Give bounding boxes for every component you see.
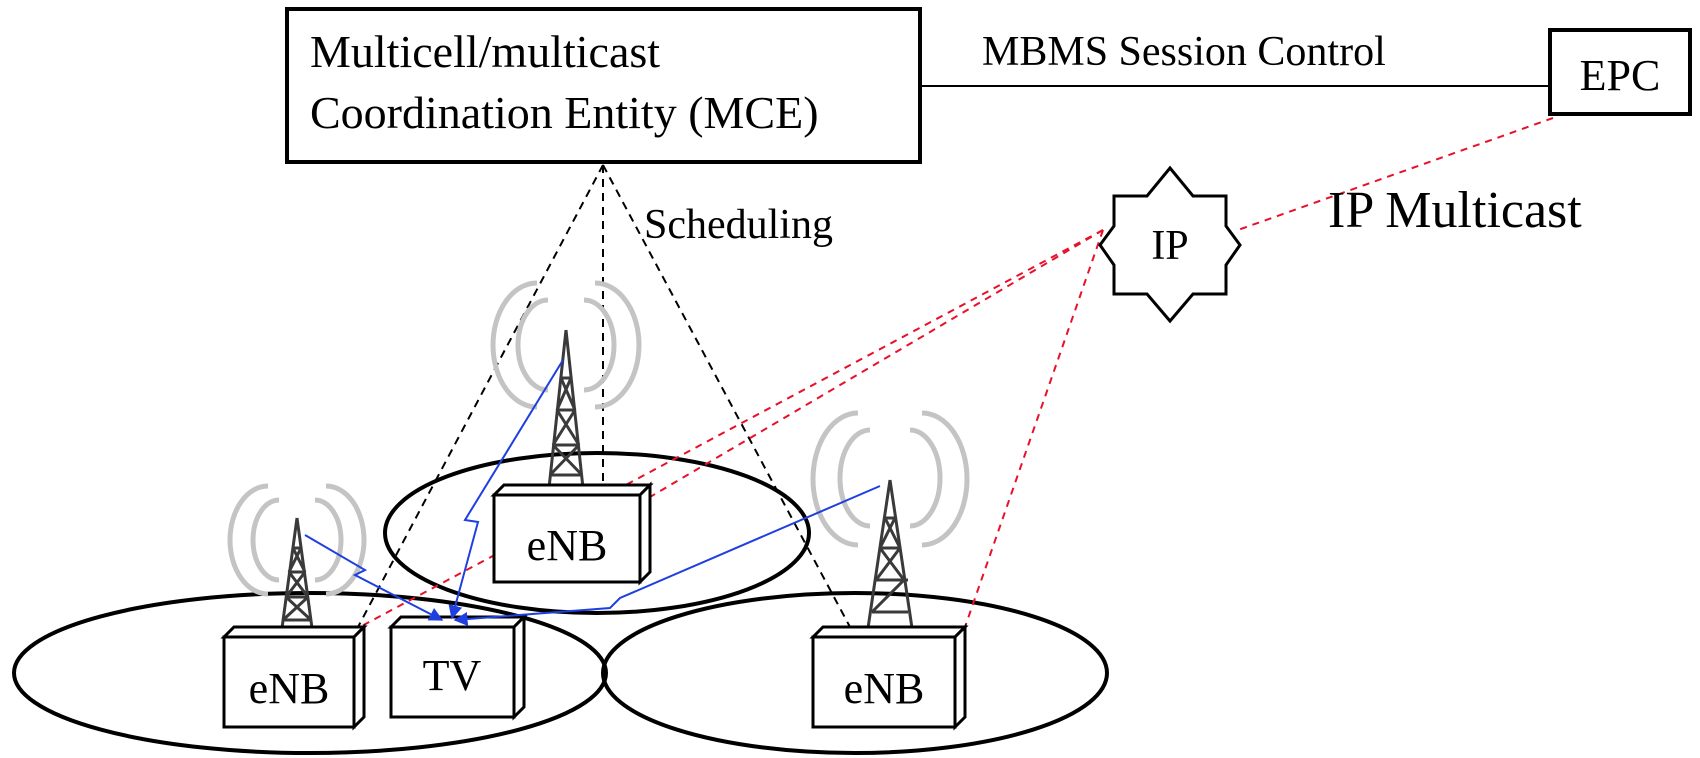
mce-box: Multicell/multicast Coordination Entity … bbox=[285, 7, 922, 164]
ip-multicast-links bbox=[357, 117, 1554, 629]
signal-waves-middle bbox=[490, 280, 642, 410]
tower-icon-right bbox=[866, 479, 914, 629]
radio-link-right bbox=[453, 485, 881, 627]
tv-label: TV bbox=[423, 651, 482, 700]
signal-waves-right bbox=[810, 410, 970, 548]
enb-box-left: eNB bbox=[220, 623, 368, 731]
enb-label-left: eNB bbox=[249, 664, 330, 713]
enb-box-middle: eNB bbox=[490, 481, 654, 586]
enb-label-middle: eNB bbox=[527, 521, 608, 570]
tv-box: TV bbox=[387, 613, 528, 721]
epc-label: EPC bbox=[1580, 51, 1661, 100]
mce-label-line2: Coordination Entity (MCE) bbox=[310, 87, 819, 138]
mce-label-line1: Multicell/multicast bbox=[310, 26, 660, 77]
tower-icon-left bbox=[280, 517, 314, 629]
radio-link-left bbox=[304, 534, 444, 621]
cell-left bbox=[12, 591, 608, 755]
session-control-label: MBMS Session Control bbox=[982, 29, 1386, 75]
radio-link-middle bbox=[448, 359, 564, 620]
scheduling-lines bbox=[357, 164, 851, 628]
ip-label: IP bbox=[1151, 223, 1188, 269]
scheduling-label: Scheduling bbox=[644, 202, 833, 248]
enb-box-right: eNB bbox=[809, 623, 969, 731]
tower-icon-middle bbox=[547, 329, 585, 489]
enb-label-right: eNB bbox=[844, 664, 925, 713]
cell-right bbox=[601, 591, 1109, 755]
signal-waves-left bbox=[227, 483, 367, 597]
ip-multicast-label: IP Multicast bbox=[1328, 182, 1582, 239]
cell-middle bbox=[383, 451, 811, 615]
epc-box: EPC bbox=[1548, 28, 1692, 116]
radio-links bbox=[304, 359, 881, 627]
ip-router-node: IP bbox=[1098, 165, 1242, 324]
